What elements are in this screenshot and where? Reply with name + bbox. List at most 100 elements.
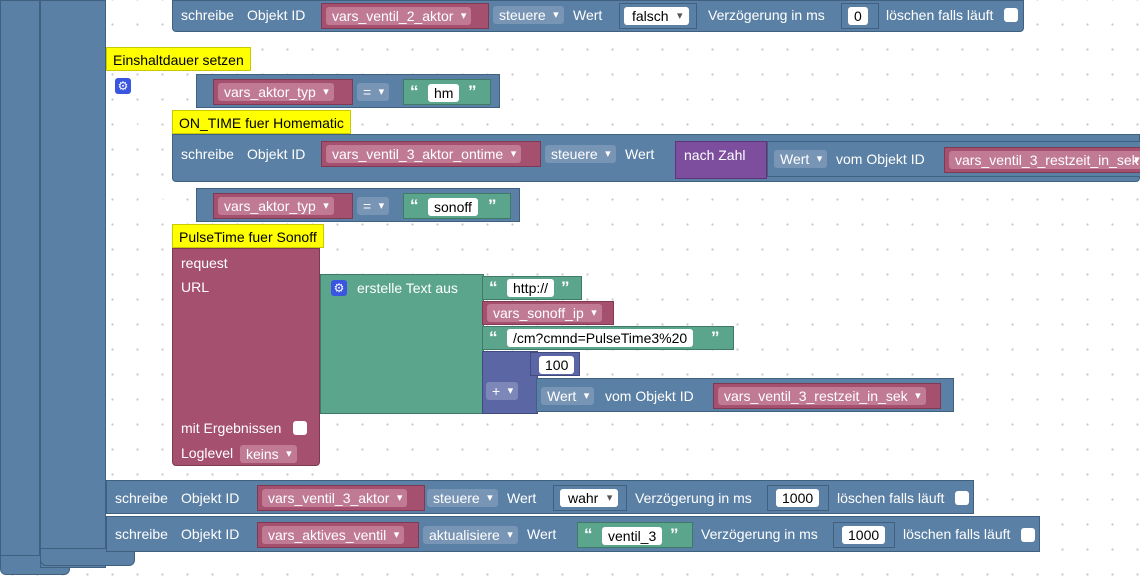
label-wert: Wert [527, 526, 557, 542]
bool-dropdown[interactable]: falsch [624, 7, 689, 25]
compare-block-1[interactable]: vars_aktor_typ = “ hm ” [196, 74, 500, 108]
var-block[interactable]: vars_ventil_3_restzeit_in_sek [713, 383, 941, 409]
checkbox[interactable] [1021, 528, 1035, 542]
comment-einschaltdauer: Einshaltdauer setzen [106, 47, 251, 71]
label-objekt-id: Objekt ID [181, 490, 240, 506]
operator-dropdown[interactable]: = [357, 83, 390, 101]
quote-open: “ [584, 525, 593, 544]
variable-dropdown[interactable]: vars_aktor_typ [218, 83, 334, 101]
label-schreibe: schreibe [115, 490, 168, 506]
number-field[interactable]: 0 [848, 7, 868, 25]
action-dropdown[interactable]: steuere [493, 6, 564, 24]
bool-block[interactable]: wahr [553, 485, 627, 511]
number-block[interactable]: 100 [530, 352, 580, 376]
value-mode-dropdown[interactable]: Wert [541, 387, 595, 405]
number-field[interactable]: 1000 [776, 489, 820, 507]
text-block[interactable]: “ sonoff ” [403, 193, 511, 219]
label-vom-objekt-id: vom Objekt ID [836, 151, 925, 167]
text-block[interactable]: “ ventil_3 ” [577, 522, 693, 548]
text-join-block[interactable]: ⚙ erstelle Text aus [320, 274, 484, 414]
label-schreibe: schreibe [181, 146, 234, 162]
label-mache-3: mache [115, 227, 158, 243]
variable-dropdown[interactable]: vars_ventil_3_aktor [262, 489, 408, 507]
comment-pulsetime: PulseTime fuer Sonoff [172, 224, 324, 248]
var-block[interactable]: vars_aktor_typ [213, 193, 353, 219]
variable-dropdown[interactable]: vars_ventil_3_restzeit_in_sek [949, 151, 1140, 169]
write-block-1[interactable]: schreibe Objekt ID vars_ventil_2_aktor s… [172, 0, 1024, 32]
number-block[interactable]: 0 [841, 3, 879, 29]
label-verzoegerung: Verzögerung in ms [635, 490, 752, 506]
variable-dropdown[interactable]: vars_ventil_2_aktor [326, 7, 472, 25]
text-field[interactable]: ventil_3 [602, 527, 663, 545]
get-value-block[interactable]: Wert vom Objekt ID vars_ventil_3_restzei… [767, 141, 1140, 177]
comment-on-time: ON_TIME fuer Homematic [172, 110, 351, 134]
text-block[interactable]: “ http:// ” [482, 276, 582, 300]
request-block[interactable]: request URL mit Ergebnissen Loglevel kei… [172, 248, 320, 466]
gear-icon[interactable]: ⚙ [115, 78, 131, 94]
label-url: URL [181, 279, 210, 295]
label-erstelle-text: erstelle Text aus [357, 280, 458, 296]
var-block[interactable]: vars_ventil_3_restzeit_in_sek [944, 147, 1140, 173]
label-nach-zahl: nach Zahl [684, 147, 746, 163]
action-dropdown[interactable]: aktualisiere [423, 526, 518, 544]
label-loeschen: löschen falls läuft [837, 490, 945, 506]
number-block[interactable]: 1000 [833, 522, 895, 548]
quote-open: “ [410, 196, 419, 215]
quote-open: “ [410, 82, 419, 101]
var-block[interactable]: vars_ventil_3_aktor_ontime [321, 141, 541, 167]
write-block-3[interactable]: schreibe Objekt ID vars_ventil_3_aktor s… [106, 480, 974, 514]
variable-dropdown[interactable]: vars_aktor_typ [218, 197, 334, 215]
gear-icon[interactable]: ⚙ [331, 280, 347, 296]
quote-open: “ [489, 278, 498, 297]
operator-dropdown[interactable]: + [486, 382, 519, 400]
value-mode-dropdown[interactable]: Wert [774, 150, 828, 168]
var-block[interactable]: vars_ventil_2_aktor [321, 3, 489, 29]
write-block-4[interactable]: schreibe Objekt ID vars_aktives_ventil a… [106, 516, 1040, 552]
number-block[interactable]: 1000 [767, 485, 829, 511]
checkbox[interactable] [293, 421, 307, 435]
to-number-block[interactable]: nach Zahl [675, 141, 767, 179]
label-request: request [181, 255, 228, 271]
number-field[interactable]: 100 [539, 356, 575, 374]
label-loglevel: Loglevel [181, 445, 234, 461]
write-ontime-block[interactable]: schreibe Objekt ID vars_ventil_3_aktor_o… [172, 134, 1140, 182]
label-vom-objekt-id: vom Objekt ID [605, 388, 694, 404]
operator-dropdown[interactable]: = [357, 197, 390, 215]
compare-block-2[interactable]: vars_aktor_typ = “ sonoff ” [196, 188, 520, 222]
math-block[interactable]: + [482, 351, 538, 414]
var-block[interactable]: vars_ventil_3_aktor [257, 485, 425, 511]
number-field[interactable]: 1000 [842, 526, 886, 544]
outer-block-frame [0, 0, 40, 570]
text-block[interactable]: “ /cm?cmnd=PulseTime3%20 ” [482, 326, 734, 350]
label-objekt-id: Objekt ID [247, 7, 306, 23]
text-block[interactable]: “ hm ” [403, 79, 491, 105]
variable-dropdown[interactable]: vars_sonoff_ip [487, 304, 602, 322]
bool-block[interactable]: falsch [619, 3, 697, 29]
text-field[interactable]: hm [428, 84, 460, 102]
checkbox[interactable] [1004, 8, 1018, 22]
var-block[interactable]: vars_aktor_typ [213, 79, 353, 105]
label-verzoegerung: Verzögerung in ms [708, 7, 825, 23]
text-field[interactable]: http:// [507, 279, 555, 297]
text-field[interactable]: sonoff [428, 198, 478, 216]
label-sonst-falls: sonst falls [115, 191, 178, 207]
action-dropdown[interactable]: steuere [545, 145, 616, 163]
action-dropdown[interactable]: steuere [427, 489, 498, 507]
label-wert: Wert [507, 490, 537, 506]
variable-dropdown[interactable]: vars_ventil_3_restzeit_in_sek [718, 387, 926, 405]
quote-close: ” [468, 82, 477, 101]
var-block[interactable]: vars_aktives_ventil [257, 522, 419, 548]
label-falls: falls [142, 77, 167, 93]
loglevel-dropdown[interactable]: keins [240, 445, 297, 463]
variable-dropdown[interactable]: vars_aktives_ventil [262, 526, 405, 544]
checkbox[interactable] [955, 491, 969, 505]
bool-dropdown[interactable]: wahr [560, 489, 619, 507]
label-loeschen: löschen falls läuft [886, 7, 994, 23]
quote-close: ” [670, 525, 679, 544]
var-block[interactable]: vars_sonoff_ip [482, 301, 614, 325]
label-mit-ergebnissen: mit Ergebnissen [181, 420, 282, 436]
get-value-block[interactable]: Wert vom Objekt ID vars_ventil_3_restzei… [536, 378, 954, 412]
variable-dropdown[interactable]: vars_ventil_3_aktor_ontime [326, 145, 522, 163]
text-field[interactable]: /cm?cmnd=PulseTime3%20 [507, 329, 694, 347]
label-schreibe: schreibe [181, 7, 234, 23]
